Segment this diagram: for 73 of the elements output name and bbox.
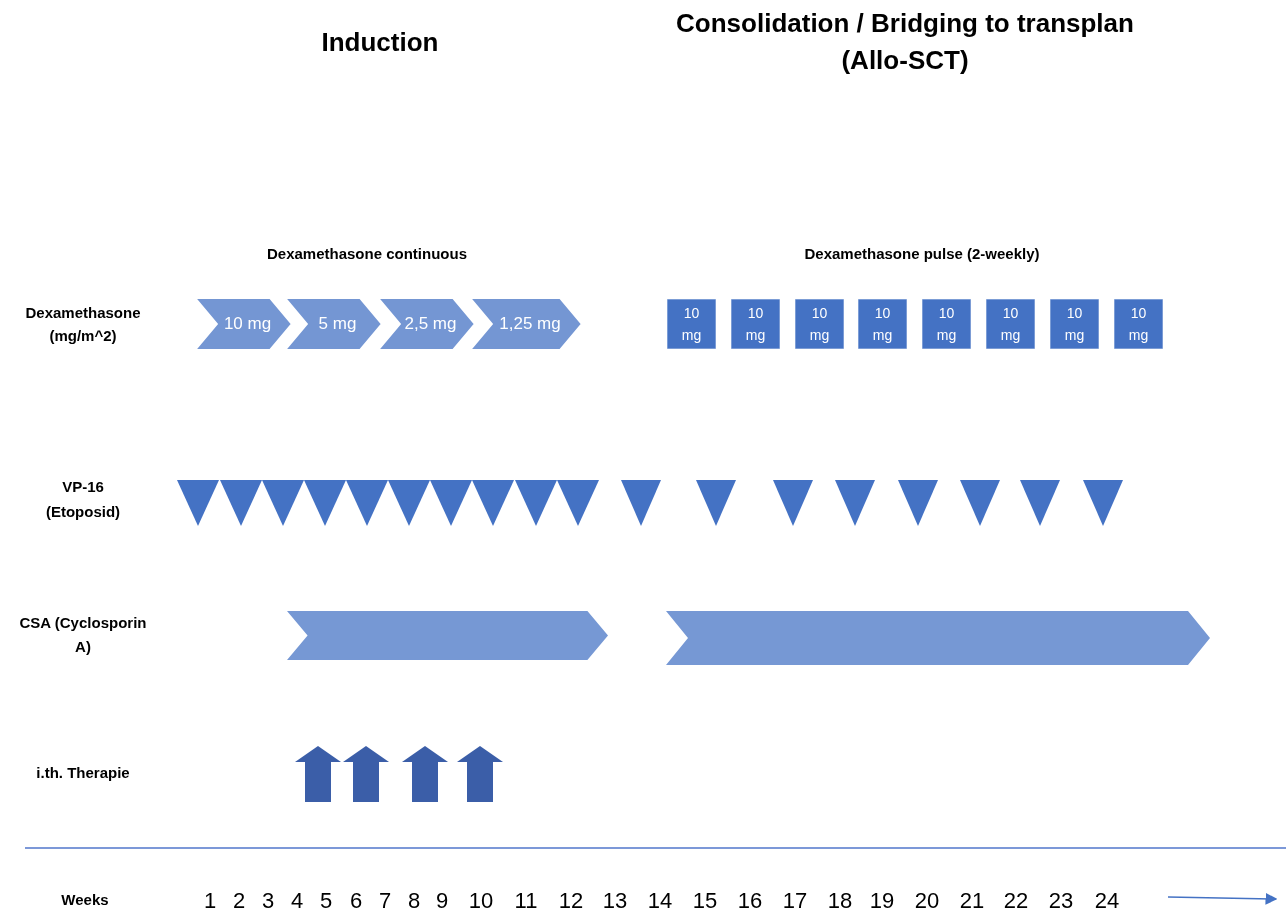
phase-heading: Consolidation / Bridging to transplan (Allo-SCT) <box>675 7 1135 77</box>
dose-label: 10 mg <box>808 304 831 345</box>
week-number: 22 <box>1003 886 1029 915</box>
triangle-marker <box>430 480 472 526</box>
week-number: 4 <box>290 886 304 915</box>
week-number: 8 <box>407 886 421 915</box>
week-number: 13 <box>602 886 628 915</box>
week-number: 17 <box>782 886 808 915</box>
week-number: 10 <box>468 886 494 915</box>
week-number: 11 <box>514 886 538 915</box>
week-number: 7 <box>378 886 392 915</box>
triangle-marker <box>472 480 514 526</box>
intrathecal-dose-marker <box>402 746 448 802</box>
week-number: 6 <box>349 886 363 915</box>
week-number: 1 <box>203 886 217 915</box>
dose-label: 1,25 mg <box>498 313 562 336</box>
dose-label: 10 mg <box>1127 304 1150 345</box>
dose-label: 10 mg <box>999 304 1022 345</box>
dose-band <box>378 298 475 350</box>
row-label: VP-16 (Etoposid) <box>44 477 122 522</box>
triangle-marker <box>515 480 557 526</box>
triangle-marker <box>304 480 346 526</box>
week-number: 9 <box>435 886 449 915</box>
triangle-marker <box>773 480 813 526</box>
row-heading: Dexamethasone pulse (2-weekly) <box>804 243 1040 264</box>
triangle-marker <box>621 480 661 526</box>
dose-label: 10 mg <box>222 313 273 336</box>
dose-label: 10 mg <box>744 304 767 345</box>
row-label: i.th. Therapie <box>36 762 130 783</box>
triangle-marker <box>1083 480 1123 526</box>
intrathecal-dose-marker <box>295 746 341 802</box>
week-number: 21 <box>959 886 985 915</box>
triangle-marker <box>835 480 875 526</box>
axis-label: Weeks <box>61 889 109 910</box>
week-number: 23 <box>1048 886 1074 915</box>
row-label: Dexamethasone (mg/m^2) <box>24 303 142 346</box>
dose-band <box>666 611 1210 665</box>
triangle-marker <box>388 480 430 526</box>
triangle-marker <box>557 480 599 526</box>
triangle-marker <box>346 480 388 526</box>
dose-label: 10 mg <box>1063 304 1086 345</box>
phase-heading: Induction <box>321 25 439 59</box>
week-number: 12 <box>558 886 584 915</box>
week-number: 20 <box>914 886 940 915</box>
triangle-marker <box>696 480 736 526</box>
week-number: 19 <box>869 886 895 915</box>
row-heading: Dexamethasone continuous <box>266 243 467 264</box>
dose-label: 10 mg <box>935 304 958 345</box>
triangle-marker <box>220 480 262 526</box>
dose-band <box>195 298 292 350</box>
triangle-marker <box>262 480 304 526</box>
triangle-marker <box>177 480 219 526</box>
triangle-marker <box>1020 480 1060 526</box>
week-number: 14 <box>647 886 673 915</box>
week-number: 15 <box>692 886 718 915</box>
week-number: 16 <box>737 886 763 915</box>
row-label: CSA (Cyclosporin A) <box>18 613 148 657</box>
week-number: 18 <box>827 886 853 915</box>
week-number: 2 <box>232 886 246 915</box>
dose-label: 2,5 mg <box>403 313 458 336</box>
dose-label: 5 mg <box>317 313 358 336</box>
week-number: 24 <box>1094 886 1120 915</box>
week-number: 3 <box>261 886 275 915</box>
intrathecal-dose-marker <box>457 746 503 802</box>
triangle-marker <box>960 480 1000 526</box>
dose-band <box>285 298 382 350</box>
dose-label: 10 mg <box>680 304 703 345</box>
dose-band <box>470 298 582 350</box>
triangle-marker <box>898 480 938 526</box>
intrathecal-dose-marker <box>343 746 389 802</box>
week-number: 5 <box>319 886 333 915</box>
dose-label: 10 mg <box>871 304 894 345</box>
dose-band <box>287 611 608 660</box>
